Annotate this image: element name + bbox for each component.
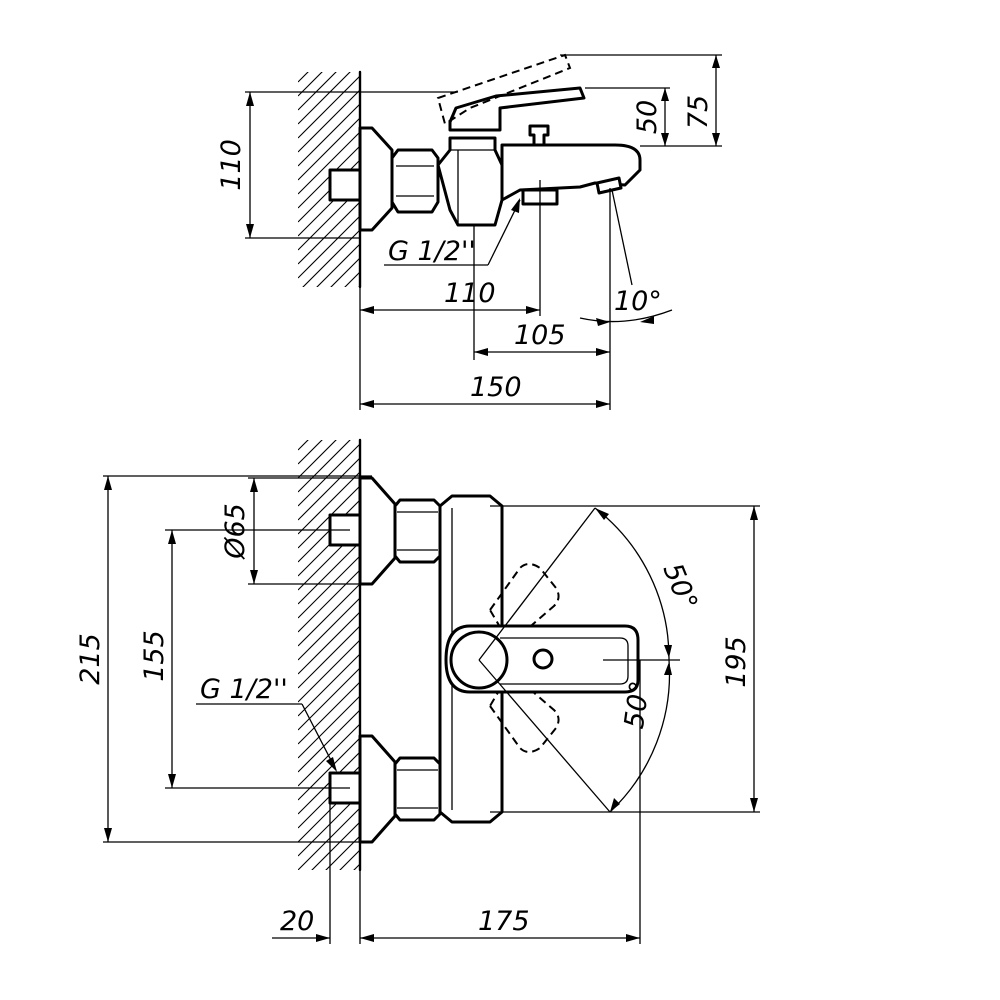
inlet-nipple-top	[328, 168, 362, 202]
hatch-line	[298, 653, 360, 717]
lower-flange	[358, 734, 397, 844]
wall-flange-top	[358, 126, 394, 232]
front-view: Ø65 215 155 G 1/2'' 50° 50°	[75, 360, 760, 944]
dim-110-height: 110	[216, 139, 247, 191]
dim-215: 215	[75, 633, 106, 685]
dim-155: 155	[139, 630, 170, 682]
hatch-line	[330, 257, 360, 287]
wall-hatch-front	[298, 360, 360, 870]
lever-alt-down	[488, 670, 560, 753]
hatch-line	[298, 72, 309, 83]
lever-alt-up	[488, 563, 560, 646]
hatch-line	[298, 443, 360, 507]
hatch-line	[298, 667, 360, 731]
hatch-line	[298, 625, 360, 689]
dim-105: 105	[514, 320, 566, 351]
dim-110-depth: 110	[444, 278, 496, 309]
hatch-line	[298, 72, 351, 125]
hatch-line	[298, 440, 323, 465]
aerator-top	[595, 176, 623, 195]
hatch-line	[339, 849, 360, 870]
diverter-button	[532, 648, 554, 670]
top-view: 110 50 75 G 1/2'' 110 105	[216, 0, 722, 410]
nut-top	[390, 148, 440, 214]
dim-150: 150	[470, 372, 522, 403]
hatch-line	[298, 639, 360, 703]
hatch-line	[298, 201, 360, 265]
hatch-line	[298, 807, 360, 870]
hatch-line	[298, 555, 360, 619]
hatch-line	[316, 243, 360, 287]
hatch-line	[298, 360, 360, 422]
hatch-line	[358, 285, 360, 287]
hatch-line	[298, 72, 337, 111]
hatch-line	[298, 6, 360, 68]
hatch-line	[298, 709, 360, 773]
upper-flange	[358, 476, 397, 586]
lower-nut	[393, 756, 442, 822]
hatch-line	[298, 471, 360, 535]
dim-20: 20	[280, 906, 314, 937]
dim-75: 75	[683, 95, 714, 129]
dim-175: 175	[478, 906, 530, 937]
diverter-knob-top	[528, 124, 550, 147]
hatch-line	[298, 89, 360, 153]
hatch-line	[311, 821, 360, 870]
hatch-line	[298, 583, 360, 647]
hatch-line	[298, 695, 360, 759]
dim-thread-front: G 1/2''	[200, 674, 288, 705]
hatch-line	[298, 440, 309, 451]
hatch-line	[298, 75, 360, 139]
hatch-line	[298, 541, 360, 605]
hatch-line	[298, 569, 360, 633]
hatch-line	[298, 457, 360, 521]
dim-195: 195	[721, 636, 752, 688]
hatch-line	[298, 131, 360, 195]
hatch-line	[298, 103, 360, 167]
hatch-line	[298, 215, 360, 279]
lever-top	[448, 86, 586, 132]
upper-nut	[393, 498, 442, 564]
hatch-line	[298, 681, 360, 745]
spout-top	[500, 143, 642, 202]
hatch-line	[298, 440, 337, 479]
dim-50: 50	[632, 100, 663, 134]
hatch-line	[298, 611, 360, 675]
hatch-line	[298, 737, 360, 801]
hatch-line	[298, 374, 360, 436]
dim-thread-top: G 1/2''	[388, 236, 476, 267]
hatch-line	[344, 271, 360, 287]
hatch-line	[298, 300, 360, 362]
body-top	[436, 136, 504, 227]
hatch-line	[298, 440, 351, 493]
hatch-line	[302, 229, 360, 287]
wall-hatch-top	[298, 0, 360, 362]
dim-angle-50-lower: 50°	[619, 679, 656, 731]
hatch-line	[325, 835, 360, 870]
hatch-line	[298, 72, 323, 97]
hatch-line	[298, 0, 360, 54]
dim-angle-10: 10°	[614, 286, 662, 317]
lever-alt-position	[436, 53, 572, 126]
dim-angle-50-upper: 50°	[657, 559, 704, 615]
dim-diameter-65: Ø65	[220, 503, 251, 560]
hatch-line	[298, 117, 360, 181]
hatch-line	[298, 597, 360, 661]
